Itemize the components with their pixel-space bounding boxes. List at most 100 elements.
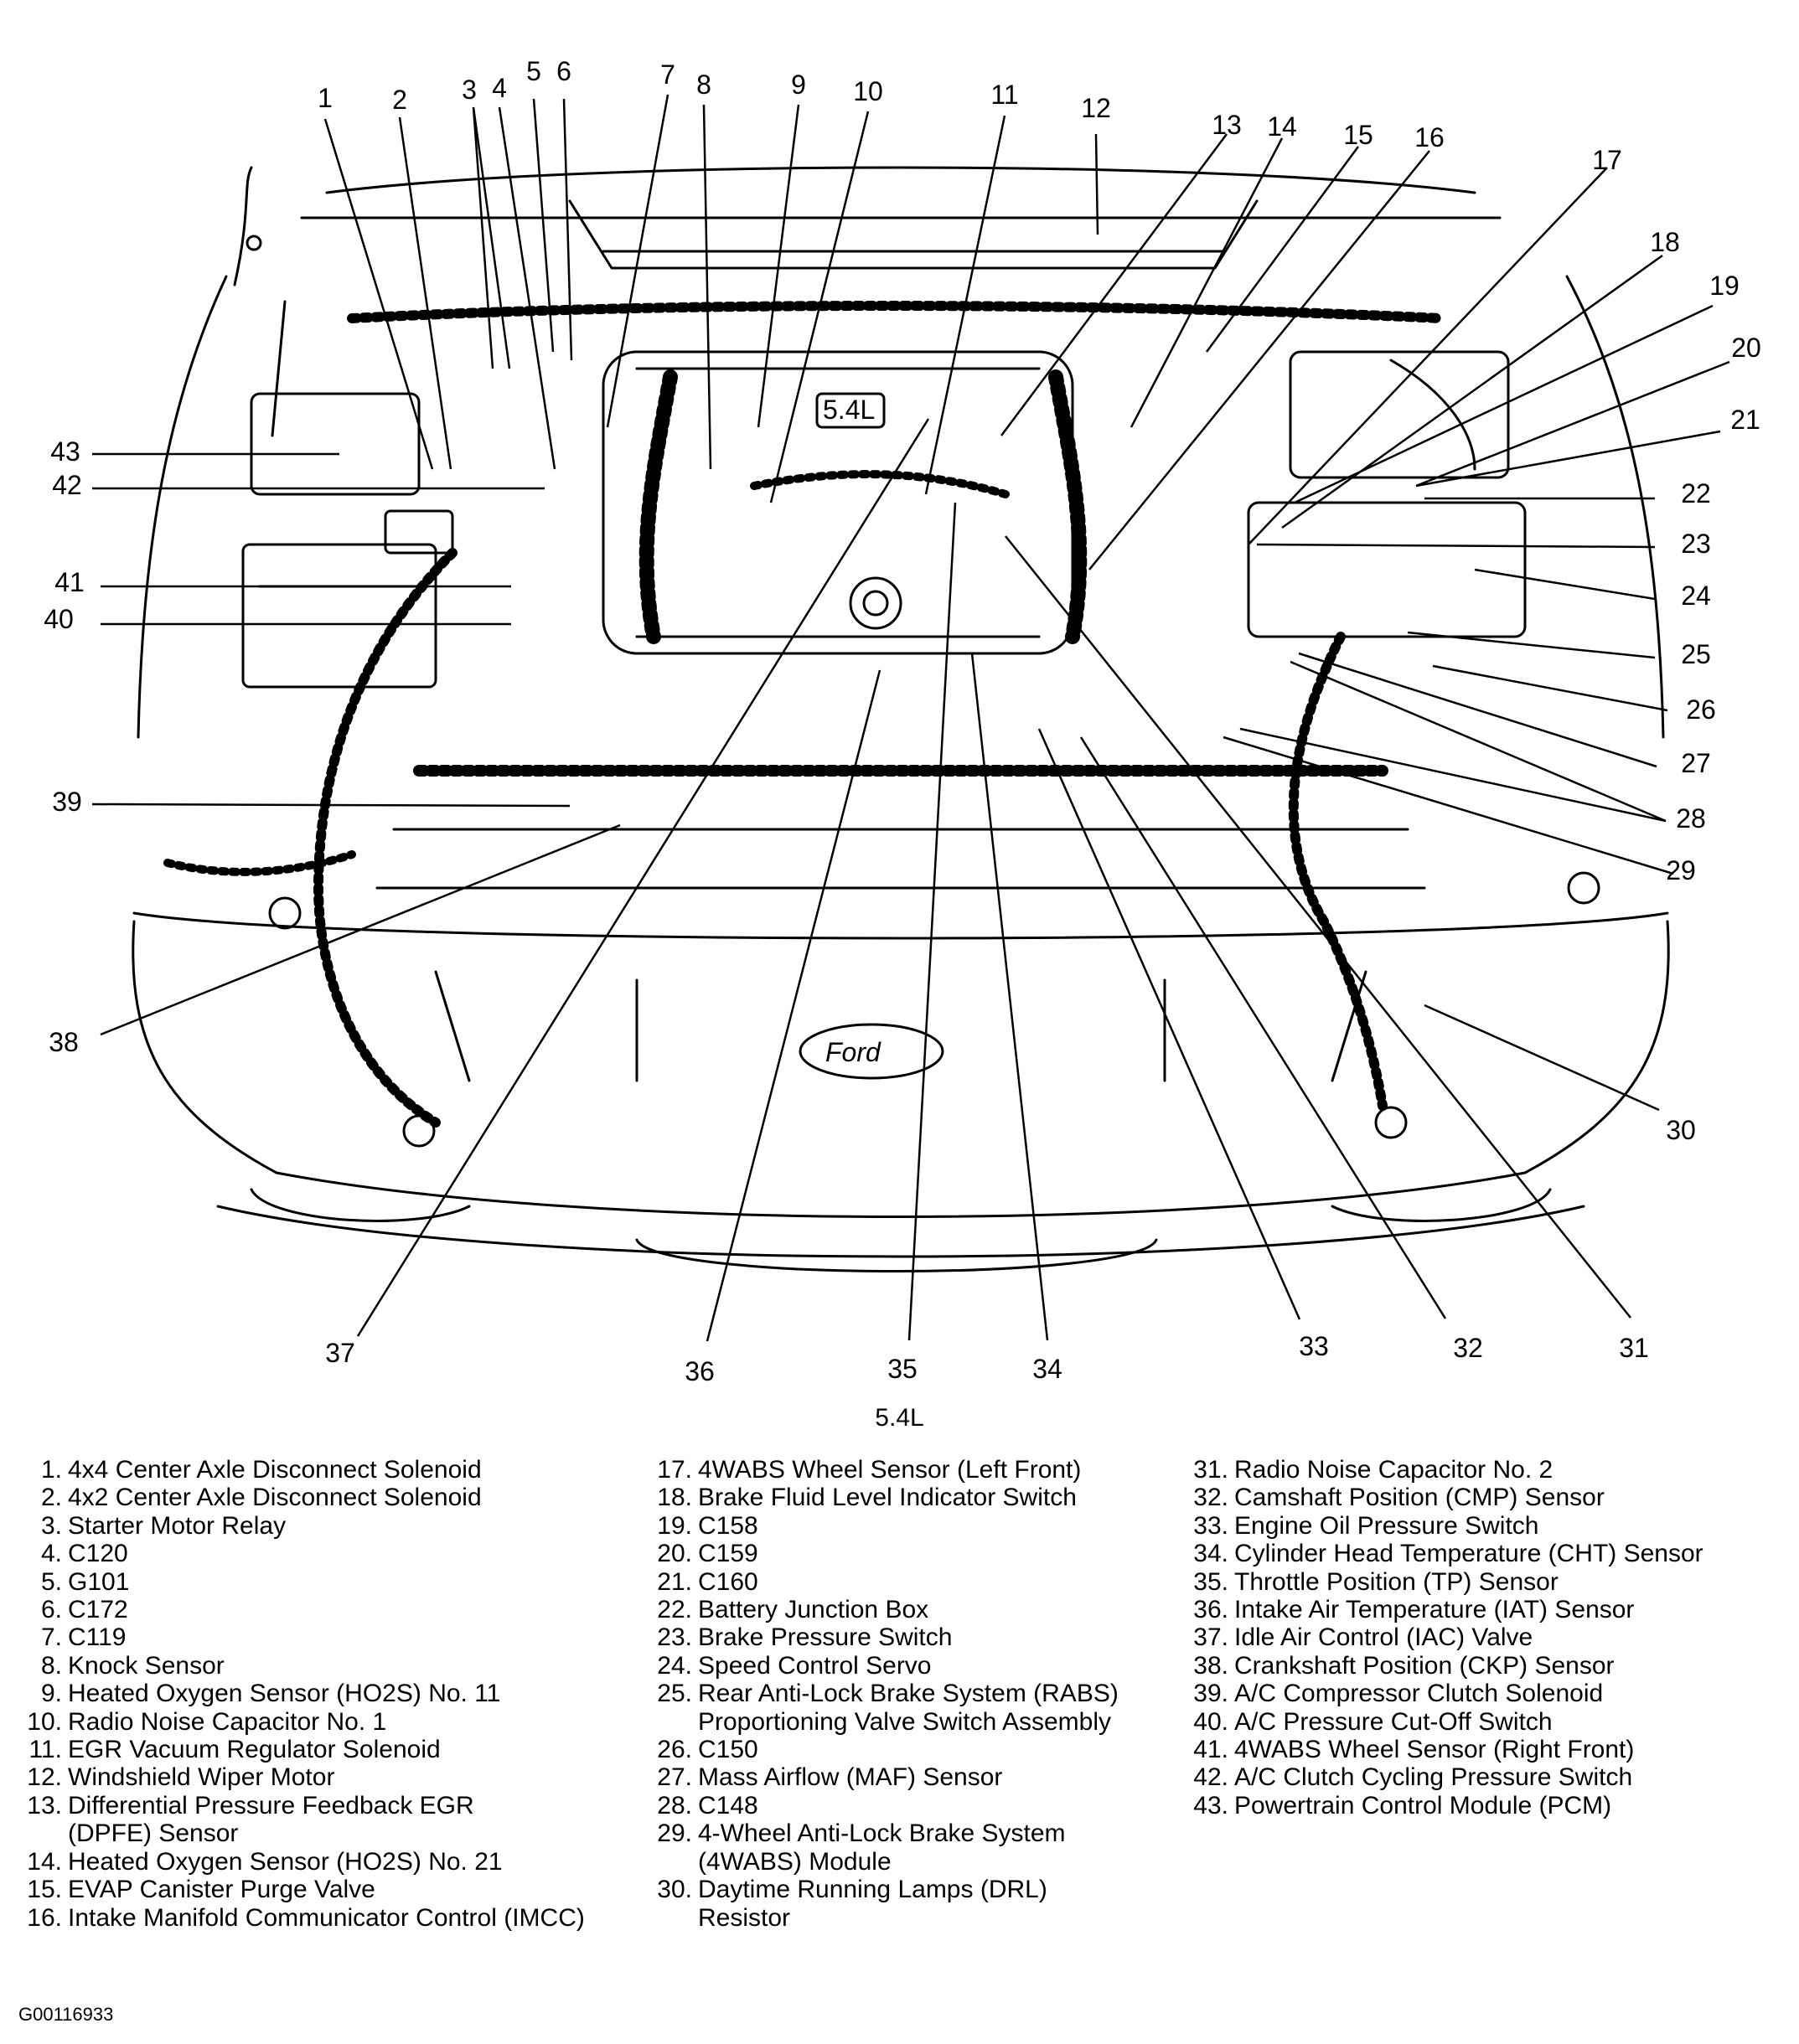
legend-item-name: Starter Motor Relay — [68, 1511, 287, 1540]
legend-item-number: 36. — [1193, 1596, 1228, 1624]
legend-item-number: 40. — [1193, 1707, 1228, 1736]
legend-item-number: 21. — [657, 1567, 692, 1596]
legend-item-name: Daytime Running Lamps (DRL) — [698, 1876, 1047, 1904]
legend-item-number: 31. — [1193, 1456, 1228, 1484]
legend-item-name: Engine Oil Pressure Switch — [1234, 1511, 1539, 1540]
legend-item: 43.Powertrain Control Module (PCM) — [1176, 1792, 1703, 1819]
legend-item-name: C160 — [698, 1567, 758, 1596]
callout-number: 31 — [1619, 1333, 1649, 1363]
callout-number: 35 — [887, 1354, 918, 1384]
callout-number: 43 — [50, 436, 80, 467]
legend-item-number: 2. — [40, 1484, 62, 1512]
legend-item-number: 35. — [1193, 1567, 1228, 1596]
callout-number: 7 — [660, 59, 675, 90]
callout-number: 18 — [1650, 227, 1680, 257]
legend-item-number: 14. — [27, 1847, 62, 1876]
callout-number: 34 — [1032, 1354, 1062, 1384]
callout-number: 30 — [1666, 1115, 1696, 1145]
legend-item: 1.4x4 Center Axle Disconnect Solenoid — [18, 1456, 585, 1484]
legend-item: 38.Crankshaft Position (CKP) Sensor — [1176, 1652, 1703, 1680]
legend-item-name: Brake Pressure Switch — [698, 1623, 953, 1652]
legend-item: 33.Engine Oil Pressure Switch — [1176, 1512, 1703, 1540]
legend-item-name: C150 — [698, 1736, 758, 1764]
engine-illustration: 5.4L Ford — [132, 166, 1670, 1272]
engine-caption: 5.4L — [875, 1404, 924, 1432]
legend-item-name: Radio Noise Capacitor No. 2 — [1234, 1456, 1553, 1484]
legend-item: 36.Intake Air Temperature (IAT) Sensor — [1176, 1596, 1703, 1623]
legend-item: 26.C150 — [640, 1736, 1119, 1763]
legend-item: 42.A/C Clutch Cycling Pressure Switch — [1176, 1763, 1703, 1791]
callout-number: 37 — [325, 1338, 355, 1368]
legend-item-name: C120 — [68, 1540, 128, 1568]
callout-number: 13 — [1212, 110, 1242, 140]
callout-number: 42 — [52, 470, 82, 500]
legend-item: 6.C172 — [18, 1596, 585, 1623]
callout-number: 16 — [1414, 122, 1445, 152]
legend-item-name: Camshaft Position (CMP) Sensor — [1234, 1484, 1605, 1512]
legend-item: 5.G101 — [18, 1568, 585, 1596]
callout-number: 8 — [696, 70, 711, 100]
legend-item-number: 6. — [40, 1596, 62, 1624]
legend-item-number: 3. — [40, 1511, 62, 1540]
legend-item-number: 18. — [657, 1484, 692, 1512]
legend-item-name: Radio Noise Capacitor No. 1 — [68, 1707, 387, 1736]
callout-number: 38 — [49, 1027, 79, 1057]
legend-item-number: 30. — [657, 1876, 692, 1904]
legend-item-number: 37. — [1193, 1623, 1228, 1652]
legend-item: 21.C160 — [640, 1568, 1119, 1596]
legend-item-number: 5. — [40, 1567, 62, 1596]
legend-item: 29.4-Wheel Anti-Lock Brake System — [640, 1819, 1119, 1847]
legend-item-number: 39. — [1193, 1680, 1228, 1708]
legend-item-number: 42. — [1193, 1763, 1228, 1792]
legend-item-name: C148 — [698, 1791, 758, 1819]
legend-item: 3.Starter Motor Relay — [18, 1512, 585, 1540]
engine-compartment-diagram: 5.4L Ford — [44, 56, 1761, 1386]
callout-number: 14 — [1267, 111, 1297, 142]
legend-item-name: Cylinder Head Temperature (CHT) Sensor — [1234, 1540, 1703, 1568]
legend-item: 7.C119 — [18, 1623, 585, 1651]
legend-item: 25.Rear Anti-Lock Brake System (RABS) — [640, 1680, 1119, 1707]
legend-item-name: 4x2 Center Axle Disconnect Solenoid — [68, 1484, 482, 1512]
legend-item-number: 16. — [27, 1903, 62, 1932]
callout-number: 11 — [990, 80, 1018, 110]
legend-item-name: Intake Manifold Communicator Control (IM… — [68, 1903, 585, 1932]
legend-item: 41.4WABS Wheel Sensor (Right Front) — [1176, 1736, 1703, 1763]
legend-item: 11.EGR Vacuum Regulator Solenoid — [18, 1736, 585, 1763]
legend-item-name: Knock Sensor — [68, 1651, 225, 1680]
callout-number: 19 — [1709, 271, 1740, 301]
legend-item-number: 34. — [1193, 1540, 1228, 1568]
legend-item: 8.Knock Sensor — [18, 1652, 585, 1680]
legend-item: 24.Speed Control Servo — [640, 1652, 1119, 1680]
callout-number: 9 — [791, 70, 806, 100]
callout-number: 22 — [1681, 478, 1711, 508]
legend-item-name: A/C Clutch Cycling Pressure Switch — [1234, 1763, 1633, 1792]
legend-item-name: Heated Oxygen Sensor (HO2S) No. 11 — [68, 1680, 501, 1708]
legend-item-name: C158 — [698, 1511, 758, 1540]
legend-item: 19.C158 — [640, 1512, 1119, 1540]
legend-item-name: (DPFE) Sensor — [68, 1819, 239, 1848]
legend-item-name: C159 — [698, 1540, 758, 1568]
legend-item-number: 23. — [657, 1623, 692, 1652]
legend-item-number: 41. — [1193, 1736, 1228, 1764]
callout-number: 28 — [1676, 803, 1706, 834]
legend-item-name: Windshield Wiper Motor — [68, 1763, 335, 1792]
legend-item-number — [640, 1848, 698, 1876]
legend-item: 16.Intake Manifold Communicator Control … — [18, 1904, 585, 1932]
callout-number: 20 — [1731, 333, 1761, 363]
legend-item: 34.Cylinder Head Temperature (CHT) Senso… — [1176, 1540, 1703, 1567]
callout-number: 39 — [52, 787, 82, 817]
legend-item-name: Resistor — [698, 1903, 791, 1932]
legend-item-name: Battery Junction Box — [698, 1596, 929, 1624]
legend-item: 39.A/C Compressor Clutch Solenoid — [1176, 1680, 1703, 1707]
legend-item: 2.4x2 Center Axle Disconnect Solenoid — [18, 1484, 585, 1511]
legend-item: 12.Windshield Wiper Motor — [18, 1763, 585, 1791]
legend-item-number — [18, 1819, 68, 1847]
legend-item-number: 38. — [1193, 1651, 1228, 1680]
legend-item: 14.Heated Oxygen Sensor (HO2S) No. 21 — [18, 1848, 585, 1876]
legend-item-name: Throttle Position (TP) Sensor — [1234, 1567, 1559, 1596]
legend-item: 35.Throttle Position (TP) Sensor — [1176, 1568, 1703, 1596]
callout-number: 2 — [392, 85, 407, 115]
legend-item-number: 27. — [657, 1763, 692, 1792]
legend-item-name: A/C Compressor Clutch Solenoid — [1234, 1680, 1604, 1708]
